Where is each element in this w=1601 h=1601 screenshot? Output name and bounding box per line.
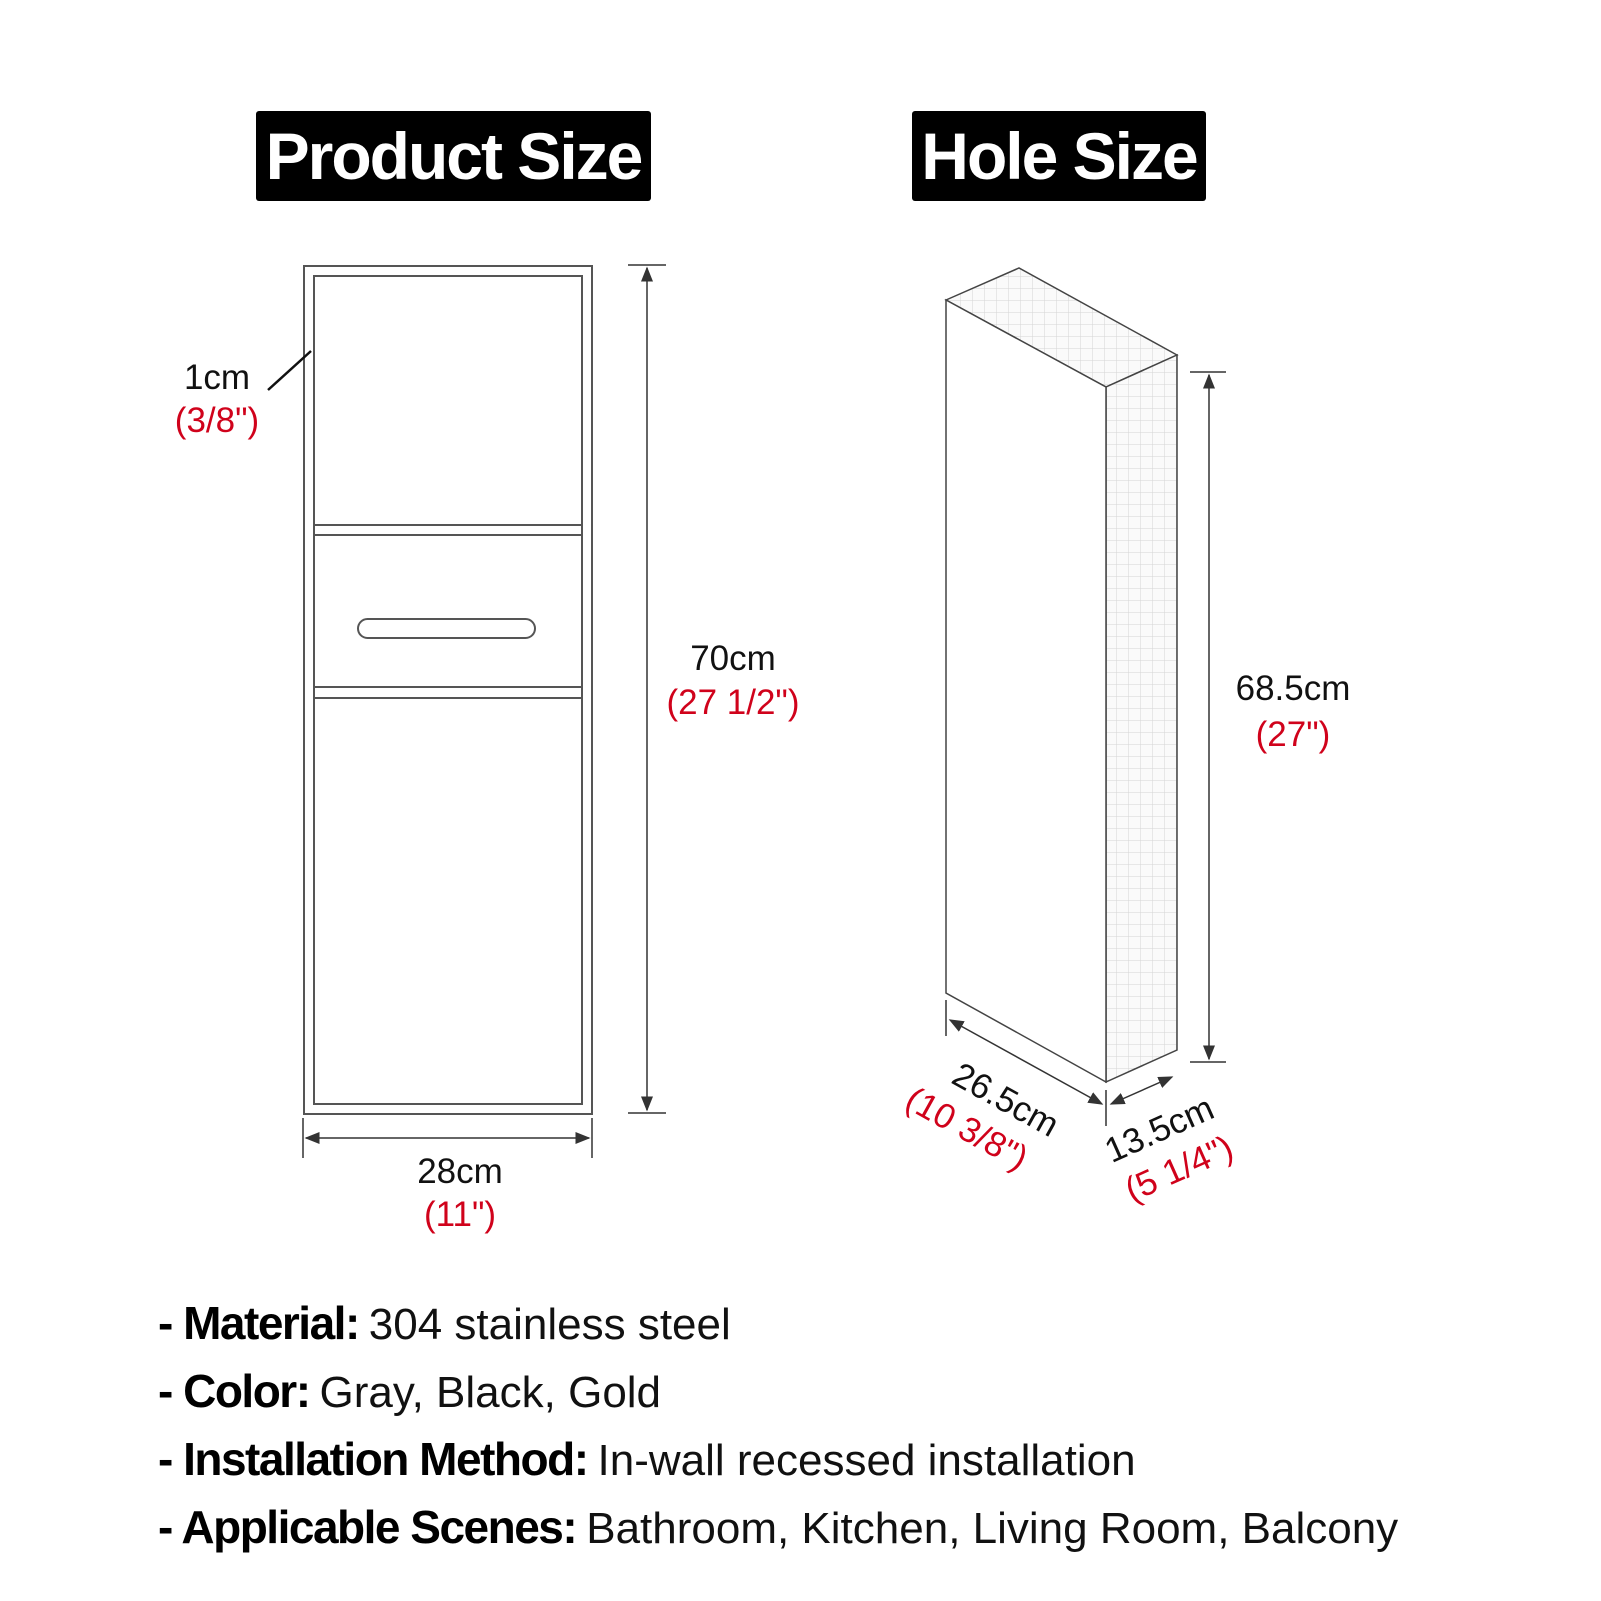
hole-height-dimension <box>1190 371 1226 1063</box>
hole-size-title: Hole Size <box>912 111 1206 201</box>
spec-row-scenes: - Applicable Scenes: Bathroom, Kitchen, … <box>158 1500 1398 1568</box>
spec-row-material: - Material: 304 stainless steel <box>158 1296 1398 1364</box>
hole-width-labels: 26.5cm (10 3/8") <box>899 1055 1065 1178</box>
hole-side-face <box>1105 353 1178 1084</box>
thickness-leader-line <box>267 350 312 391</box>
spec-key-material: - Material: <box>158 1297 360 1349</box>
product-width-dimension <box>302 1118 593 1158</box>
spec-row-color: - Color: Gray, Black, Gold <box>158 1364 1398 1432</box>
cabinet-inner-frame <box>313 275 583 1105</box>
spec-value-scenes: Bathroom, Kitchen, Living Room, Balcony <box>586 1504 1399 1553</box>
product-size-title-text: Product Size <box>265 119 644 193</box>
spec-list: - Material: 304 stainless steel - Color:… <box>158 1296 1398 1568</box>
paper-slot <box>357 618 536 639</box>
hole-size-title-text: Hole Size <box>921 119 1198 193</box>
spec-value-installation: In-wall recessed installation <box>597 1436 1136 1485</box>
spec-row-installation: - Installation Method: In-wall recessed … <box>158 1432 1398 1500</box>
hole-depth-dimension <box>1109 1076 1174 1105</box>
product-width-cm-label: 28cm <box>417 1152 503 1191</box>
spec-key-color: - Color: <box>158 1365 311 1417</box>
hole-width-dimension <box>945 1000 1107 1126</box>
spec-value-color: Gray, Black, Gold <box>319 1368 662 1417</box>
thickness-in-label: (3/8") <box>175 401 259 440</box>
hole-front-face <box>945 298 1107 1084</box>
thickness-cm-label: 1cm <box>184 358 250 397</box>
product-size-title: Product Size <box>256 111 651 201</box>
spec-value-material: 304 stainless steel <box>368 1300 731 1349</box>
spec-key-installation: - Installation Method: <box>158 1433 589 1485</box>
product-height-in-label: (27 1/2") <box>666 683 799 722</box>
hole-height-in-label: (27") <box>1256 715 1331 754</box>
dimension-diagram: 1cm (3/8") 70cm (27 1/2") 28cm (11") 68.… <box>175 264 1351 1234</box>
product-height-cm-label: 70cm <box>690 639 776 678</box>
cabinet-outer-frame <box>303 265 593 1115</box>
product-height-dimension <box>628 264 666 1114</box>
hole-height-cm-label: 68.5cm <box>1236 669 1351 708</box>
product-width-in-label: (11") <box>424 1195 496 1234</box>
hole-depth-labels: 13.5cm (5 1/4") <box>1099 1088 1239 1209</box>
product-cabinet-drawing <box>303 265 593 1115</box>
hole-box-drawing <box>944 267 1179 1084</box>
spec-key-scenes: - Applicable Scenes: <box>158 1501 578 1553</box>
